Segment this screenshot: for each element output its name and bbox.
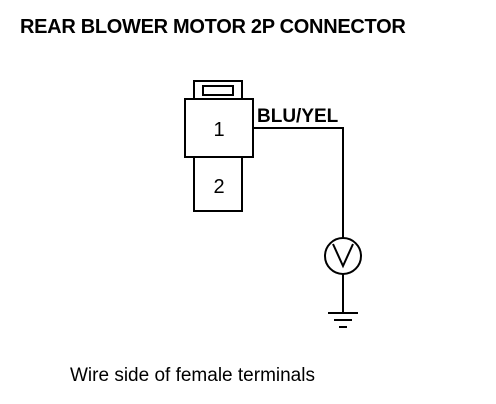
connector-latch-icon [193,80,243,100]
terminal-2-label: 2 [213,176,224,198]
voltmeter-icon [324,237,362,275]
diagram-title: REAR BLOWER MOTOR 2P CONNECTOR [20,16,406,38]
diagram-caption: Wire side of female terminals [70,365,315,386]
blu-yel-wire [253,127,344,238]
terminal-1-label: 1 [213,119,224,141]
ground-symbol-icon [328,312,358,328]
wire-color-label: BLU/YEL [257,106,339,127]
